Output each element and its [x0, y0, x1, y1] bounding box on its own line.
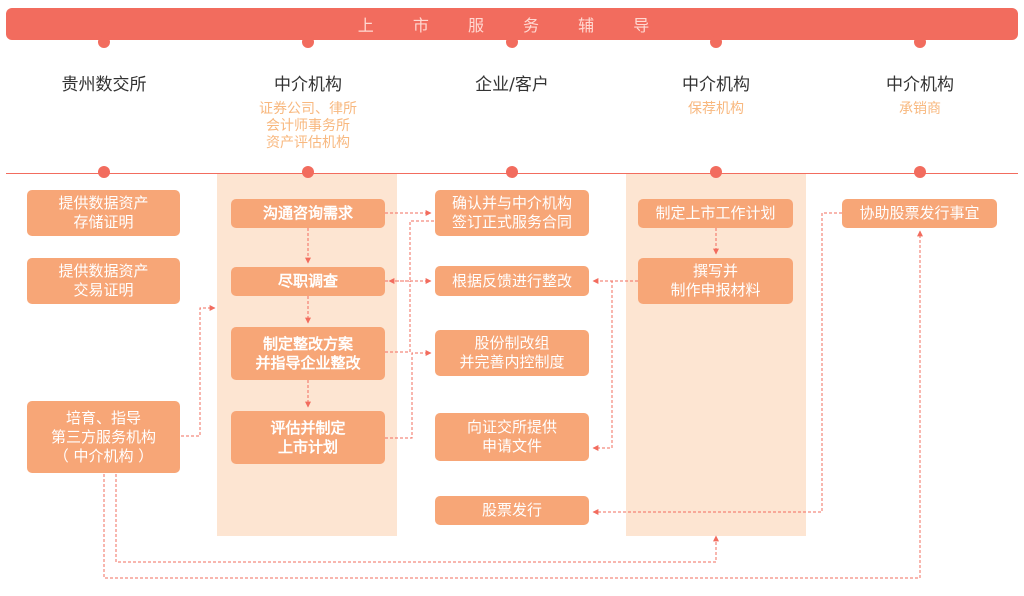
connector-cultivate-to-underwriter — [103, 230, 923, 579]
connector-cultivate-to-agency — [181, 305, 216, 437]
box-label: 沟通咨询需求 — [262, 204, 353, 222]
exchange-cultivate-box: 培育、指导 第三方服务机构 （ 中介机构 ） — [27, 401, 180, 473]
box-label: 根据反馈进行整改 — [451, 271, 572, 290]
box-label: 培育、指导 第三方服务机构 （ 中介机构 ） — [50, 408, 156, 465]
client-contract-box: 确认并与中介机构 签订正式服务合同 — [435, 190, 589, 236]
column-dot-divider — [506, 166, 518, 178]
box-label: 股份制改组 并完善内控制度 — [459, 334, 565, 371]
agency-evaluate-box: 评估并制定 上市计划 — [231, 411, 385, 464]
connector-materials-to-submit — [592, 280, 638, 451]
banner-title: 上 市 服 务 辅 导 — [357, 16, 667, 35]
column-dot-top — [98, 36, 110, 48]
box-label: 提供数据资产 交易证明 — [58, 262, 149, 299]
column-title-underwriter: 中介机构 — [886, 75, 954, 95]
client-submit-box: 向证交所提供 申请文件 — [435, 413, 589, 461]
column-dot-top — [914, 36, 926, 48]
connector-cultivate-to-sponsor — [115, 474, 719, 563]
column-title-agency: 中介机构 — [274, 75, 342, 95]
column-title-client: 企业/客户 — [475, 75, 549, 95]
connector-underwriter-to-issue — [592, 212, 842, 515]
column-dot-top — [302, 36, 314, 48]
box-label: 评估并制定 上市计划 — [270, 418, 346, 456]
connector-evaluate-to-reform — [385, 350, 432, 439]
column-subtitle-underwriter: 承销商 — [899, 101, 941, 117]
agency-rectify-plan-box: 制定整改方案 并指导企业整改 — [231, 327, 385, 380]
column-title-exchange: 贵州数交所 — [61, 75, 147, 95]
column-subtitle-agency: 证券公司、律所 会计师事务所 资产评估机构 — [259, 101, 357, 151]
box-label: 股票发行 — [481, 501, 542, 519]
column-dot-divider — [98, 166, 110, 178]
agency-due-diligence-box: 尽职调查 — [231, 267, 385, 296]
service-banner: 上 市 服 务 辅 导 — [6, 8, 1018, 40]
box-label: 向证交所提供 申请文件 — [466, 418, 557, 455]
column-dot-divider — [302, 166, 314, 178]
box-label: 制定上市工作计划 — [655, 204, 776, 222]
column-subtitle-sponsor: 保荐机构 — [688, 101, 744, 117]
box-label: 制定整改方案 并指导企业整改 — [255, 334, 361, 372]
sponsor-materials-box: 撰写并 制作申报材料 — [638, 258, 793, 304]
client-issue-box: 股票发行 — [435, 496, 589, 525]
column-dot-top — [506, 36, 518, 48]
column-title-sponsor: 中介机构 — [682, 75, 750, 95]
exchange-trade-proof-box: 提供数据资产 交易证明 — [27, 258, 180, 304]
box-label: 撰写并 制作申报材料 — [670, 262, 761, 299]
box-label: 确认并与中介机构 签订正式服务合同 — [451, 194, 572, 231]
column-dot-divider — [710, 166, 722, 178]
column-dot-top — [710, 36, 722, 48]
box-label: 协助股票发行事宜 — [859, 204, 980, 222]
client-feedback-box: 根据反馈进行整改 — [435, 266, 589, 296]
connector-plan-to-feedback — [385, 281, 411, 353]
box-label: 提供数据资产 存储证明 — [58, 194, 149, 231]
box-label: 尽职调查 — [277, 272, 338, 290]
exchange-storage-proof-box: 提供数据资产 存储证明 — [27, 190, 180, 236]
sponsor-plan-box: 制定上市工作计划 — [638, 199, 793, 228]
client-reform-box: 股份制改组 并完善内控制度 — [435, 330, 589, 376]
underwriter-assist-box: 协助股票发行事宜 — [842, 199, 997, 228]
agency-consult-box: 沟通咨询需求 — [231, 199, 385, 228]
column-dot-divider — [914, 166, 926, 178]
connector-contract-to-diligence — [388, 220, 434, 284]
